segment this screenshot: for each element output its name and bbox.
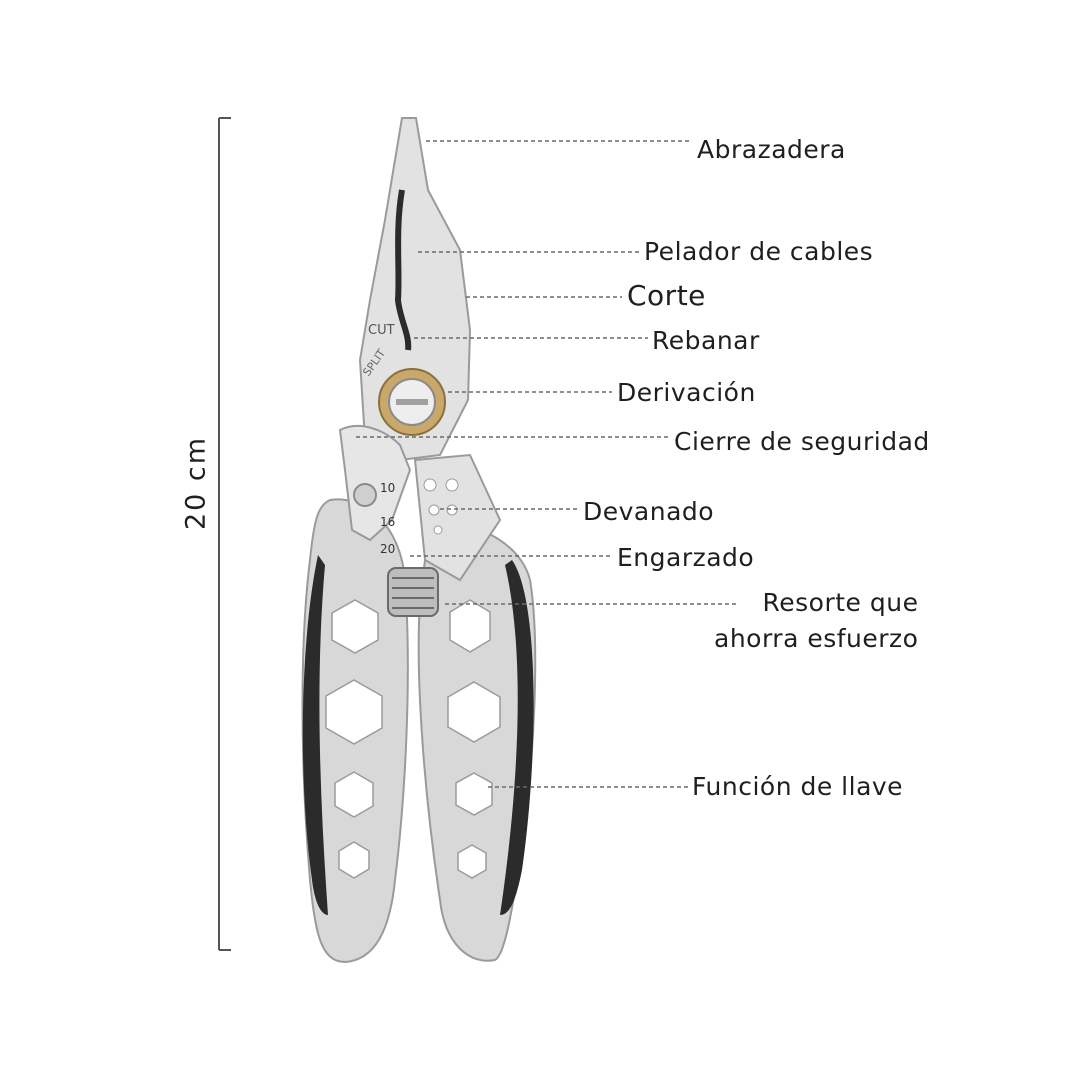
callout-llave: Función de llave bbox=[692, 772, 904, 801]
pliers-head bbox=[338, 117, 502, 582]
right-handle bbox=[417, 518, 537, 962]
callout-engarzado: Engarzado bbox=[617, 543, 755, 572]
callout-pelador: Pelador de cables bbox=[644, 237, 874, 266]
dimension-label: 20 cm bbox=[180, 435, 212, 531]
leader-lines bbox=[356, 140, 738, 788]
left-handle bbox=[301, 498, 409, 964]
dimension-bracket bbox=[218, 117, 231, 951]
stamp-gauge-16: 16 bbox=[380, 515, 395, 529]
callout-rebanar: Rebanar bbox=[652, 326, 760, 355]
callout-cierre: Cierre de seguridad bbox=[674, 427, 930, 456]
callout-devanado: Devanado bbox=[583, 497, 715, 526]
pivot-bolt bbox=[378, 368, 446, 436]
callout-resorte: Resorte que ahorra esfuerzo bbox=[714, 588, 919, 654]
stamp-gauge-20: 20 bbox=[380, 542, 395, 556]
stamp-gauge-10: 10 bbox=[380, 481, 395, 495]
callout-abrazadera: Abrazadera bbox=[697, 135, 846, 164]
stamp-cut: CUT bbox=[368, 323, 395, 338]
spring bbox=[387, 567, 439, 617]
callout-derivacion: Derivación bbox=[617, 378, 756, 407]
callout-corte: Corte bbox=[627, 279, 706, 312]
